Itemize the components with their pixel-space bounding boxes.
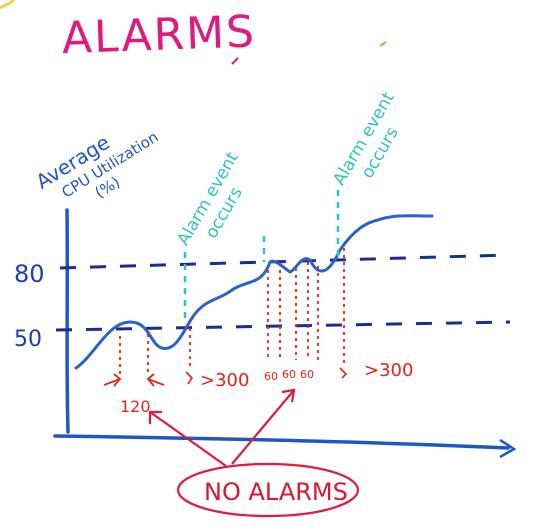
duration-label-after-first-alarm: >300	[200, 370, 249, 391]
alarm-note-first: Alarm event occurs	[173, 149, 246, 249]
y-axis-label: Average CPU Utilization (%)	[32, 128, 162, 202]
duration-label-peak-c: 60	[300, 368, 314, 381]
duration-arrow-left	[103, 373, 122, 387]
no-alarms-label: NO ALARMS	[204, 478, 348, 506]
duration-label-peak-b: 60	[282, 368, 296, 381]
tick-label-upper: 80	[14, 260, 45, 288]
duration-label-first-window: 120	[120, 397, 151, 416]
callout-arrowhead-left	[148, 410, 162, 424]
duration-arrow-small	[185, 371, 194, 385]
duration-arrow-small	[339, 367, 348, 379]
callout-arrow-left	[149, 411, 227, 467]
cpu-utilization-curve	[74, 214, 434, 370]
no-alarms-ellipse	[176, 462, 360, 518]
page-title: ALARMS	[61, 6, 257, 64]
callout-arrowhead-right	[281, 388, 296, 403]
stray-mark	[379, 41, 387, 47]
duration-label-after-second-alarm: >300	[364, 360, 413, 381]
x-axis	[53, 434, 510, 450]
alarm-note-second: Alarm event occurs	[329, 89, 402, 189]
callout-arrow-right	[231, 389, 295, 465]
tick-label-lower: 50	[14, 327, 42, 352]
stray-mark	[0, 0, 16, 10]
threshold-line-lower	[55, 320, 511, 332]
x-axis-arrowhead	[499, 438, 517, 459]
duration-arrow-right	[146, 373, 165, 387]
y-axis	[65, 208, 70, 434]
threshold-line-upper	[59, 253, 509, 270]
duration-markers	[119, 248, 345, 376]
title-tick-mark	[231, 57, 239, 65]
duration-label-peak-a: 60	[264, 370, 278, 383]
